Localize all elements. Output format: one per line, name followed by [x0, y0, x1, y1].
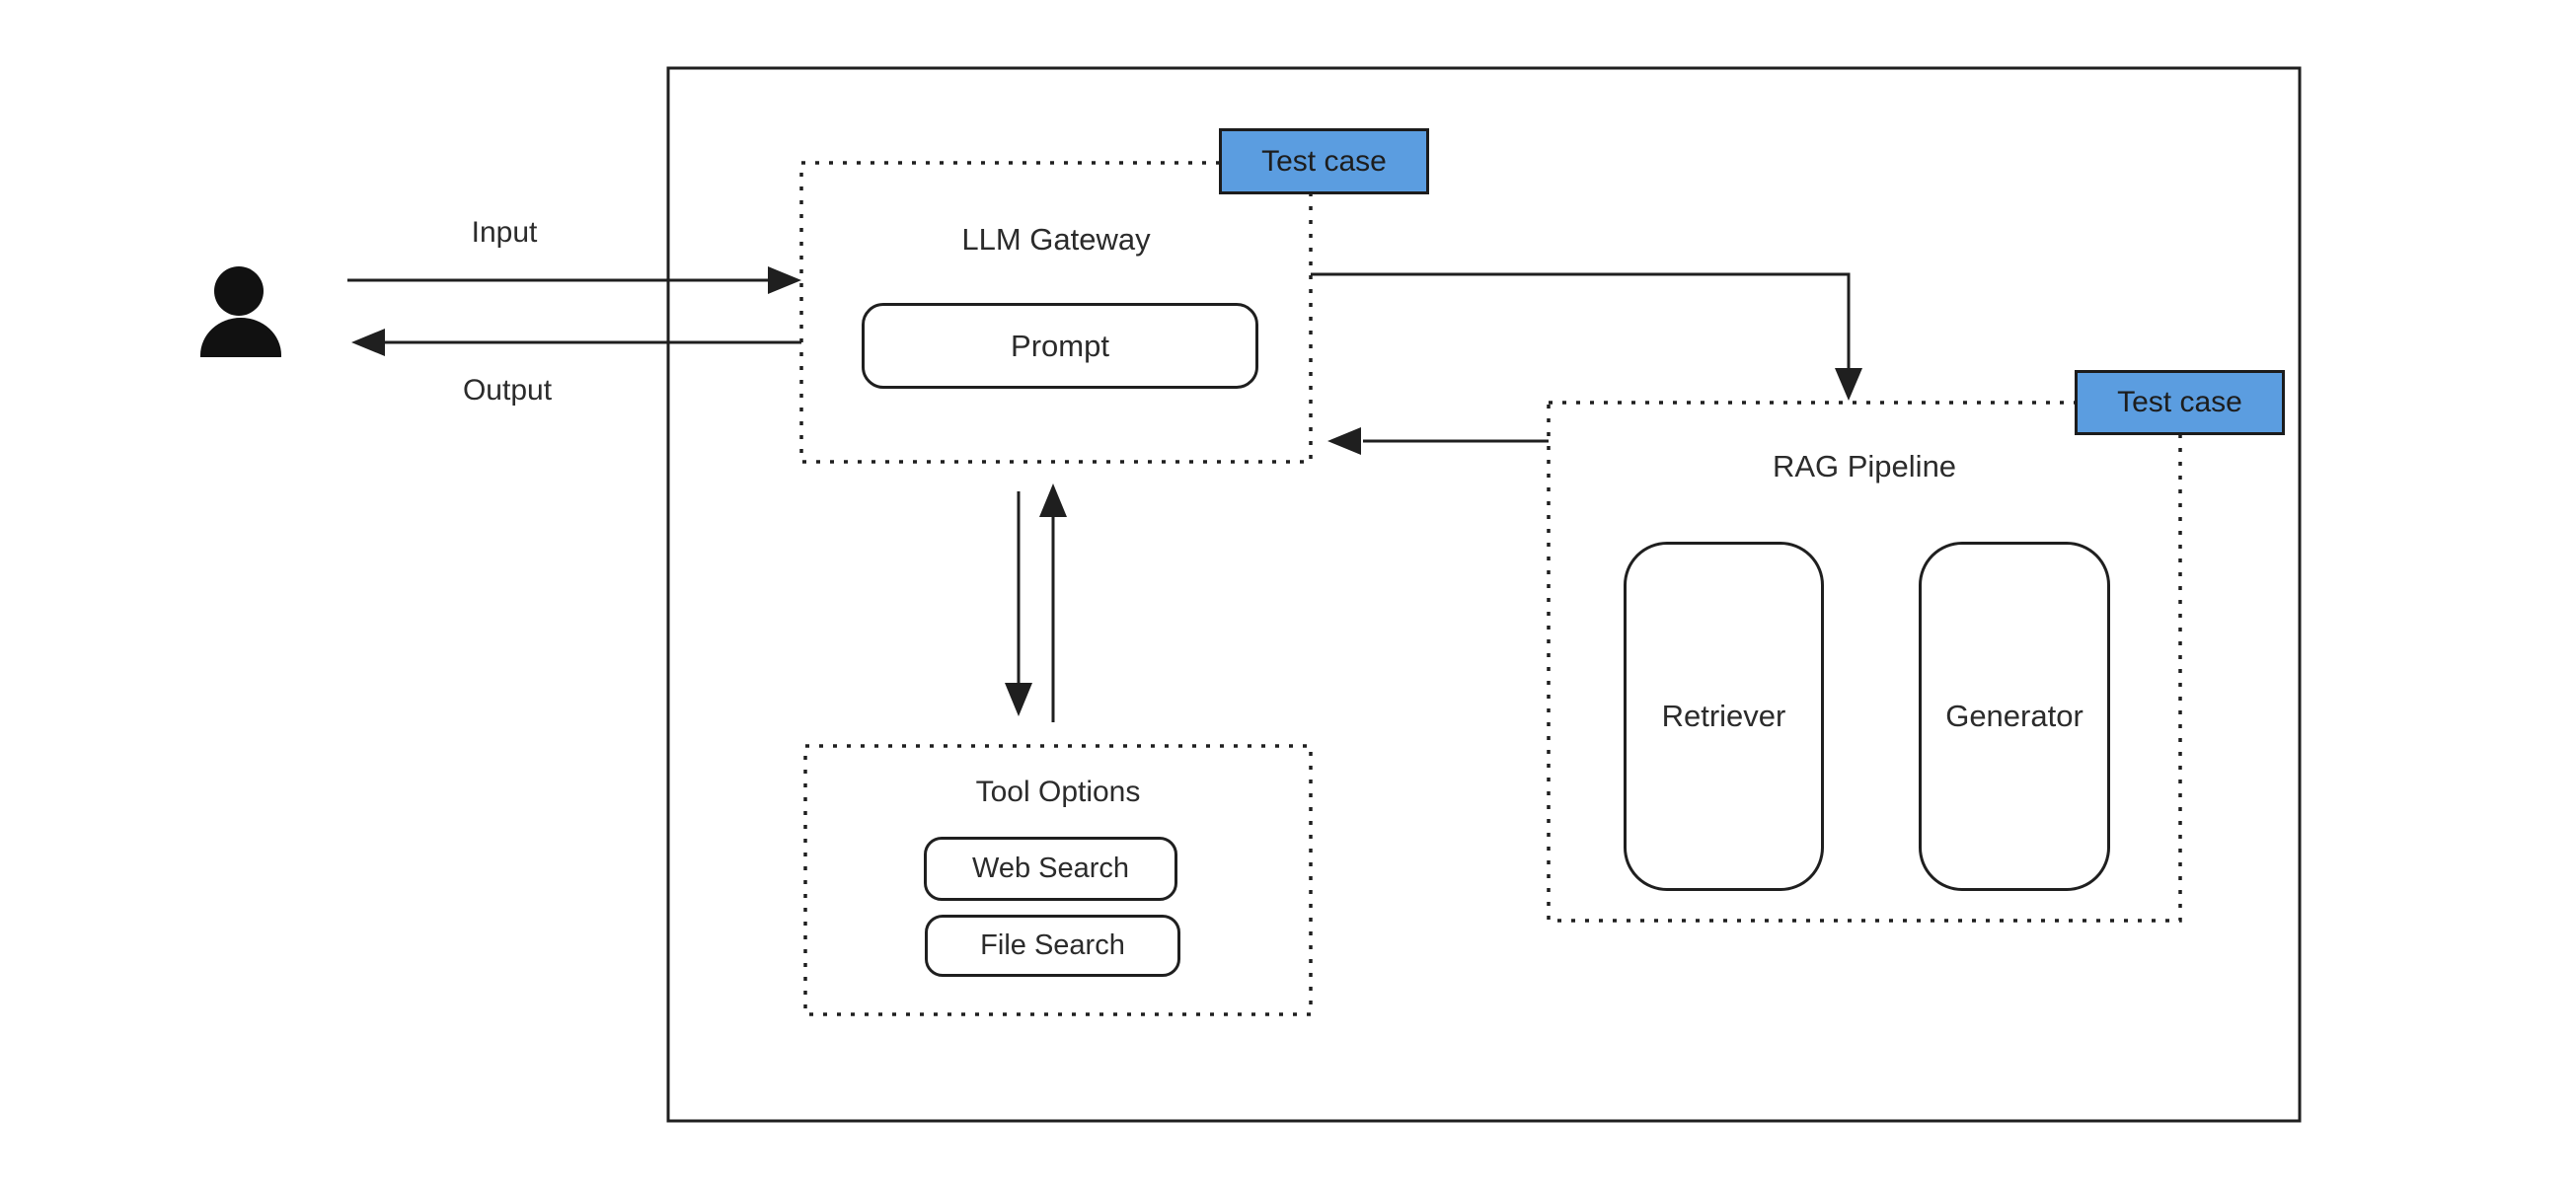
user-icon [200, 266, 281, 357]
llm-gateway-border [799, 161, 1313, 464]
llm-gateway-test-case-badge: Test case [1219, 128, 1429, 194]
rag-pipeline-test-case-badge: Test case [2075, 370, 2285, 435]
prompt-label: Prompt [1011, 328, 1109, 363]
llm-gateway-title: LLM Gateway [961, 222, 1151, 257]
rag-pipeline-test-case-label: Test case [2117, 386, 2242, 418]
output-arrow [351, 329, 801, 356]
rag-pipeline-title: RAG Pipeline [1772, 449, 1957, 483]
generator-label: Generator [1945, 699, 2084, 733]
llm-gateway-test-case-label: Test case [1261, 144, 1387, 178]
web-search-label: Web Search [971, 853, 1130, 884]
llm-to-tools-arrow [1005, 491, 1032, 716]
tool-options-border [803, 744, 1313, 1016]
input-label: Input [471, 216, 538, 249]
input-arrow [347, 266, 801, 294]
rag-to-llm-arrow [1327, 427, 1549, 455]
tools-to-llm-arrow [1039, 483, 1067, 722]
retriever-box: Retriever [1624, 542, 1824, 891]
generator-box: Generator [1919, 542, 2110, 891]
output-label: Output [462, 374, 553, 407]
file-search-box: File Search [925, 915, 1180, 977]
outer-frame [666, 66, 2302, 1123]
prompt-box: Prompt [862, 303, 1258, 389]
llm-to-rag-arrow [1311, 272, 1862, 401]
tool-options-title: Tool Options [975, 776, 1141, 808]
web-search-box: Web Search [924, 837, 1177, 901]
rag-pipeline-border [1547, 401, 2182, 923]
file-search-label: File Search [980, 929, 1125, 961]
retriever-label: Retriever [1661, 699, 1786, 733]
